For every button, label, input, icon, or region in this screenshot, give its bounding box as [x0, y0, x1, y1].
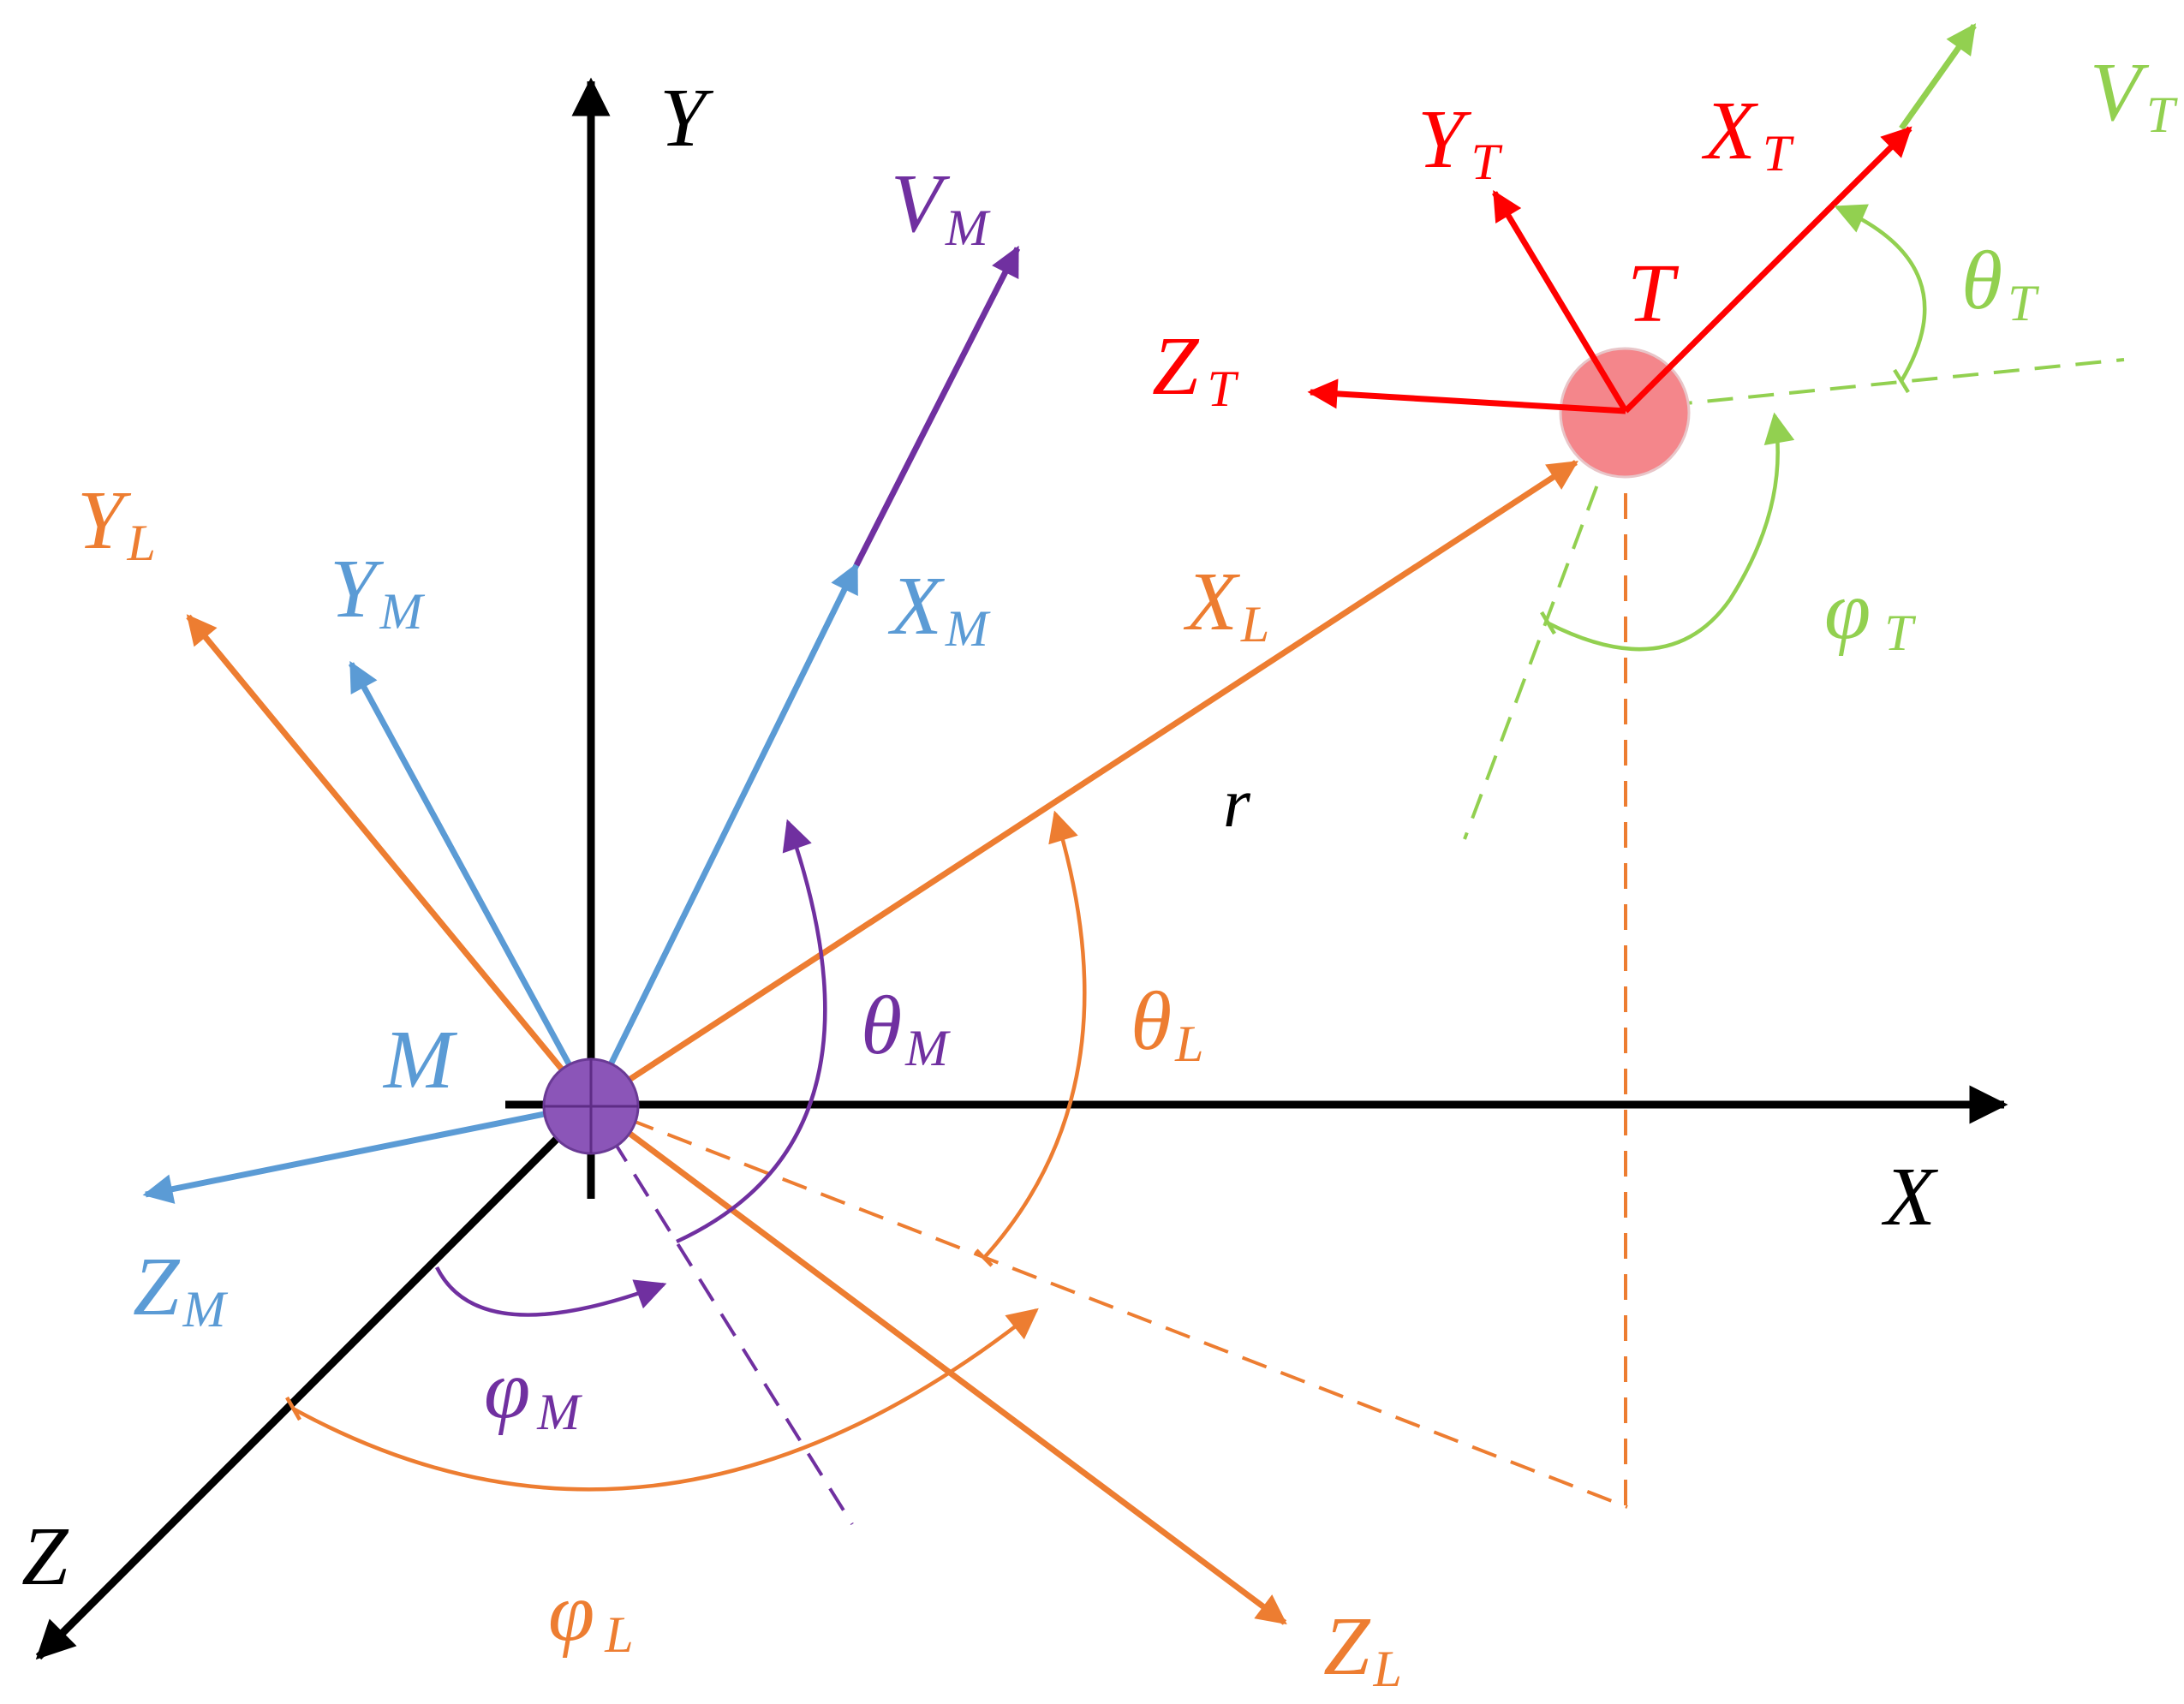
xm-label: XM [887, 560, 991, 657]
vt-vector [1899, 23, 1977, 131]
zm-label: ZM [133, 1241, 229, 1338]
target-label: T [1627, 247, 1680, 340]
target-horizontal-dashed-line [1625, 358, 2125, 411]
theta-m-label: θM [861, 980, 951, 1076]
vm-vector [853, 245, 1021, 567]
theta-l-arc [982, 810, 1087, 1260]
xm-axis-line [588, 562, 860, 1106]
zt-axis-line [1307, 378, 1626, 414]
phi-t-arc [1547, 412, 1795, 652]
yt-axis-line [1491, 189, 1629, 413]
ym-axis-line [348, 660, 594, 1106]
theta-l-label: θL [1131, 975, 1204, 1072]
theta-t-arc [1834, 204, 1927, 383]
theta-m-arc [676, 819, 827, 1244]
missile-projection-line [590, 1103, 1628, 1509]
vt-projection-dashed-line [1463, 408, 1627, 840]
xt-axis-line [1623, 126, 1912, 414]
phi-m-arc [434, 1266, 667, 1317]
axis-y-label: Y [659, 72, 714, 164]
axis-z-label: Z [21, 1510, 69, 1603]
yl-label: YL [77, 474, 156, 571]
zm-axis-line [142, 1101, 592, 1204]
zl-axis-line [588, 1102, 1287, 1625]
vm-projection-dashed-line [589, 1103, 854, 1526]
missile-label: M [382, 1014, 458, 1106]
zl-label: ZL [1323, 1600, 1402, 1697]
ym-label: YM [330, 543, 426, 640]
phi-l-arc [291, 1308, 1039, 1492]
axis-z-line [35, 1101, 594, 1660]
axis-x-label: X [1881, 1151, 1939, 1243]
yl-axis-line [186, 614, 594, 1107]
line-of-sight-xl [589, 460, 1578, 1107]
xl-label: XL [1183, 556, 1269, 652]
vm-label: VM [891, 158, 991, 256]
range-label: r [1223, 764, 1251, 842]
